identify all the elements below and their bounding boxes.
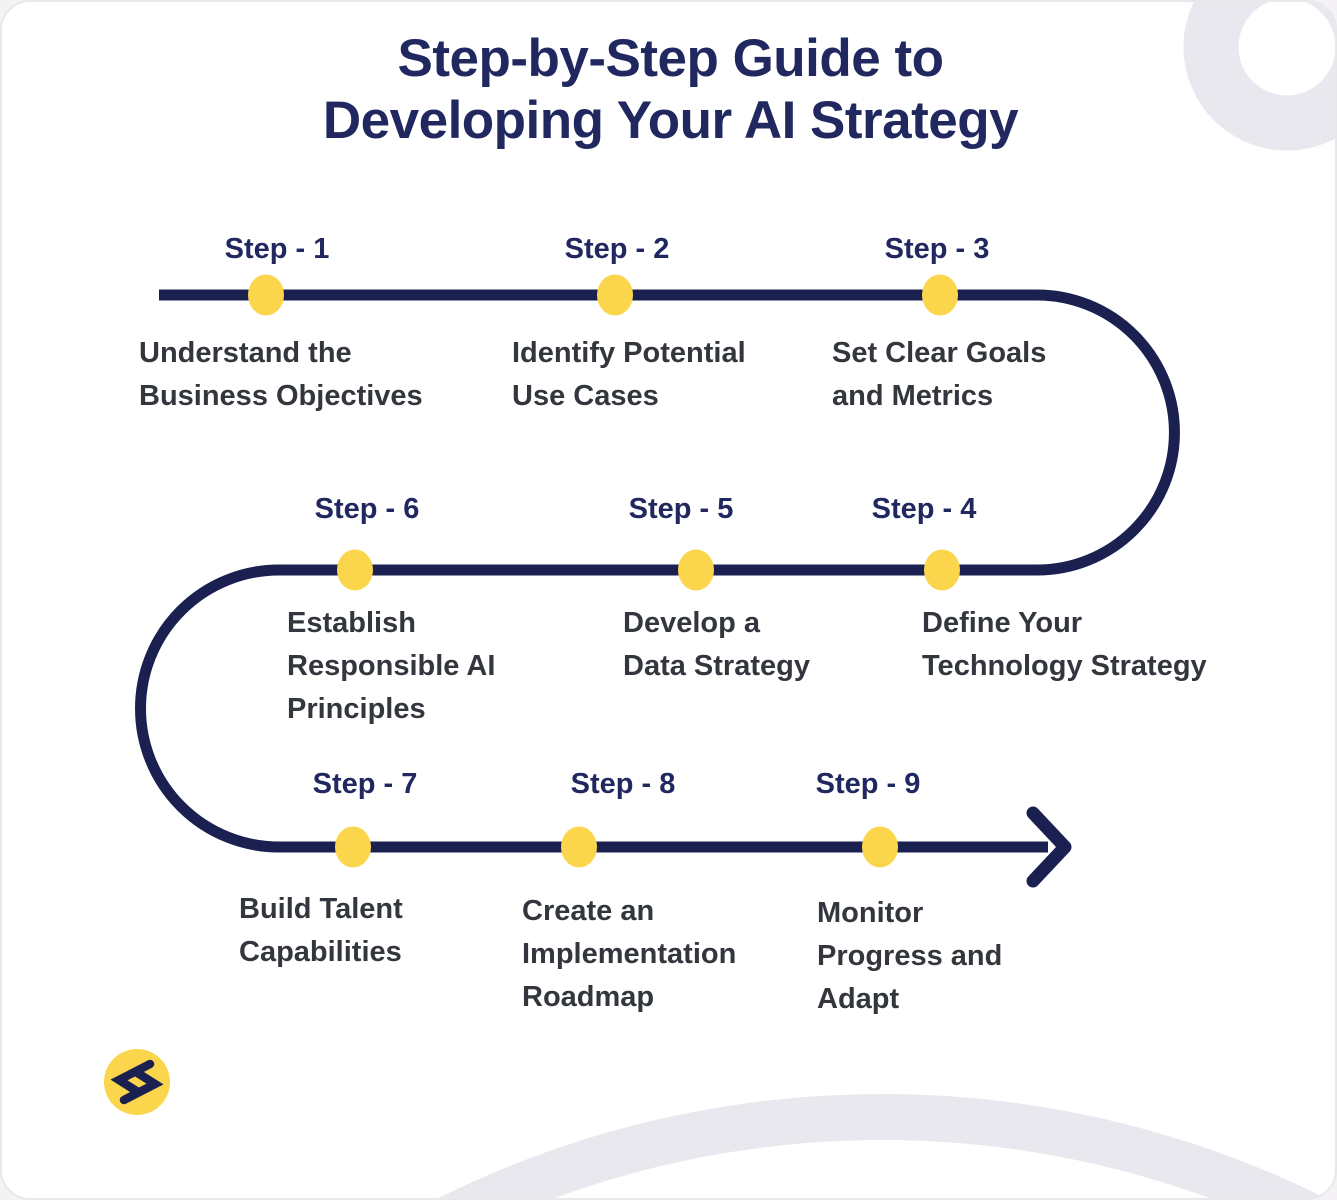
step-3-dot bbox=[922, 274, 958, 316]
step-1-description: Understand the Business Objectives bbox=[139, 337, 423, 412]
flow-line bbox=[135, 289, 1180, 853]
step-2-label: Step - 2 bbox=[564, 233, 670, 265]
step-6-dot bbox=[337, 549, 373, 591]
step-4-dot bbox=[924, 549, 960, 591]
step-7-dot bbox=[335, 826, 371, 868]
step-9-dot bbox=[862, 826, 898, 868]
ring-decoration bbox=[1183, 2, 1335, 151]
step-1-label: Step - 1 bbox=[224, 233, 330, 265]
step-4-description: Define Your Technology Strategy bbox=[922, 607, 1207, 682]
step-4-label: Step - 4 bbox=[871, 493, 977, 525]
step-8-label: Step - 8 bbox=[570, 768, 676, 800]
step-5-dot bbox=[678, 549, 714, 591]
page-title: Step-by-Step Guide to Developing Your AI… bbox=[322, 29, 1019, 150]
step-5-description: Develop a Data Strategy bbox=[623, 607, 810, 682]
step-6-description: Establish Responsible AI Principles bbox=[287, 607, 496, 725]
code-brackets-logo-icon bbox=[104, 1049, 170, 1115]
arrow-right-icon bbox=[1026, 806, 1072, 888]
step-5-label: Step - 5 bbox=[628, 493, 734, 525]
wave-decoration bbox=[438, 1094, 1326, 1198]
step-8-description: Create an Implementation Roadmap bbox=[522, 895, 737, 1013]
step-7-description: Build Talent Capabilities bbox=[239, 893, 403, 968]
step-1-dot bbox=[248, 274, 284, 316]
step-9-description: Monitor Progress and Adapt bbox=[817, 897, 1003, 1015]
step-2-description: Identify Potential Use Cases bbox=[512, 337, 746, 412]
step-3-description: Set Clear Goals and Metrics bbox=[832, 337, 1047, 412]
step-6-label: Step - 6 bbox=[314, 493, 420, 525]
step-8-dot bbox=[561, 826, 597, 868]
step-9-label: Step - 9 bbox=[815, 768, 921, 800]
step-7-label: Step - 7 bbox=[312, 768, 418, 800]
step-3-label: Step - 3 bbox=[884, 233, 990, 265]
brand-logo bbox=[104, 1049, 170, 1115]
step-2-dot bbox=[597, 274, 633, 316]
